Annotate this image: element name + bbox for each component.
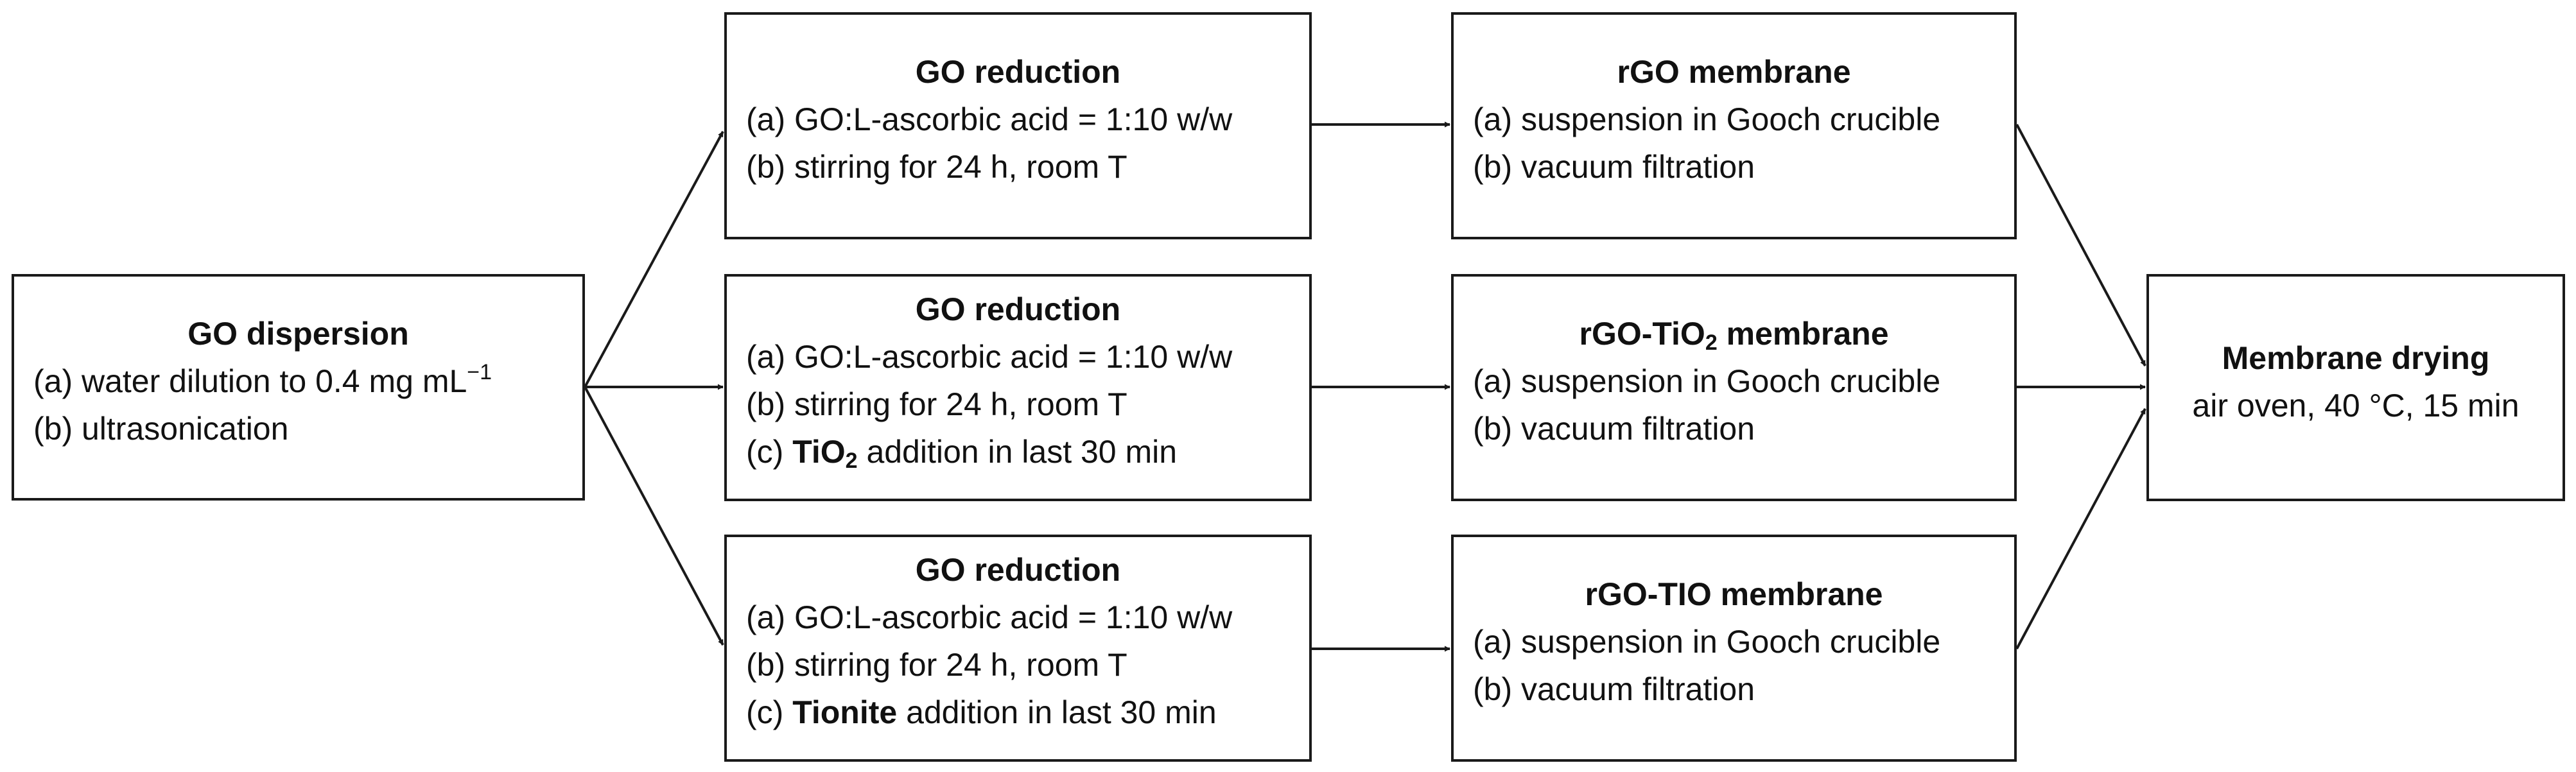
step-c-rest: addition in last 30 min xyxy=(897,694,1217,730)
membrane-title-prefix: rGO-TiO xyxy=(1579,316,1705,352)
go-dispersion-step-b: (b) ultrasonication xyxy=(33,411,289,447)
membrane-title: rGO membrane xyxy=(1617,54,1851,90)
rgo-tio-membrane-box: rGO-TIO membrane (a) suspension in Gooch… xyxy=(1451,535,2017,762)
go-reduction-step-b: (b) stirring for 24 h, room T xyxy=(746,149,1127,185)
membrane-step-a: (a) suspension in Gooch crucible xyxy=(1473,624,1941,660)
go-reduction-step-b: (b) stirring for 24 h, room T xyxy=(746,386,1127,422)
go-reduction-step-a: (a) GO:L-ascorbic acid = 1:10 w/w xyxy=(746,339,1233,375)
membrane-step-a: (a) suspension in Gooch crucible xyxy=(1473,363,1941,399)
tio2-subscript: 2 xyxy=(845,449,858,473)
membrane-step-b: (b) vacuum filtration xyxy=(1473,411,1755,447)
go-dispersion-step-a: (a) water dilution to 0.4 mg mL−1 xyxy=(33,357,582,405)
go-reduction-title: GO reduction xyxy=(915,54,1121,90)
go-dispersion-title: GO dispersion xyxy=(187,316,409,352)
go-dispersion-step-a-text: (a) water dilution to 0.4 mg mL xyxy=(33,363,467,399)
go-reduction-step-c: (c) TiO2 addition in last 30 min xyxy=(746,428,1309,476)
membrane-title-subscript: 2 xyxy=(1705,330,1718,355)
tio2-text: TiO xyxy=(792,434,846,470)
membrane-title: rGO-TiO2 membrane xyxy=(1473,310,2014,357)
membrane-title: rGO-TIO membrane xyxy=(1585,576,1883,612)
arrow-membrane-3-to-drying xyxy=(2015,408,2146,649)
go-dispersion-box: GO dispersion (a) water dilution to 0.4 … xyxy=(12,274,585,501)
membrane-drying-conditions: air oven, 40 °C, 15 min xyxy=(2192,388,2519,424)
go-reduction-step-b: (b) stirring for 24 h, room T xyxy=(746,647,1127,683)
go-reduction-title: GO reduction xyxy=(915,552,1121,588)
step-c-prefix: (c) xyxy=(746,694,793,730)
membrane-step-b: (b) vacuum filtration xyxy=(1473,671,1755,707)
membrane-drying-title: Membrane drying xyxy=(2222,340,2490,376)
go-reduction-step-a: (a) GO:L-ascorbic acid = 1:10 w/w xyxy=(746,101,1233,137)
membrane-step-b: (b) vacuum filtration xyxy=(1473,149,1755,185)
go-reduction-box-3: GO reduction (a) GO:L-ascorbic acid = 1:… xyxy=(724,535,1312,762)
go-reduction-box-1: GO reduction (a) GO:L-ascorbic acid = 1:… xyxy=(724,12,1312,239)
unit-exponent: −1 xyxy=(467,360,492,384)
step-c-rest: addition in last 30 min xyxy=(857,434,1178,470)
tionite-label: Tionite xyxy=(792,694,898,730)
rgo-membrane-box: rGO membrane (a) suspension in Gooch cru… xyxy=(1451,12,2017,239)
membrane-drying-box: Membrane drying air oven, 40 °C, 15 min xyxy=(2146,274,2565,501)
arrow-dispersion-to-reduction-1 xyxy=(584,131,724,388)
rgo-tio2-membrane-box: rGO-TiO2 membrane (a) suspension in Gooc… xyxy=(1451,274,2017,501)
go-reduction-box-2: GO reduction (a) GO:L-ascorbic acid = 1:… xyxy=(724,274,1312,501)
arrow-dispersion-to-reduction-3 xyxy=(584,386,724,646)
membrane-step-a: (a) suspension in Gooch crucible xyxy=(1473,101,1941,137)
go-reduction-title: GO reduction xyxy=(915,291,1121,327)
tio2-label: TiO2 xyxy=(792,434,858,473)
membrane-title-suffix: membrane xyxy=(1717,316,1889,352)
go-reduction-step-c: (c) Tionite addition in last 30 min xyxy=(746,689,1309,736)
go-reduction-step-a: (a) GO:L-ascorbic acid = 1:10 w/w xyxy=(746,599,1233,635)
step-c-prefix: (c) xyxy=(746,434,793,470)
arrow-membrane-1-to-drying xyxy=(2015,124,2146,366)
